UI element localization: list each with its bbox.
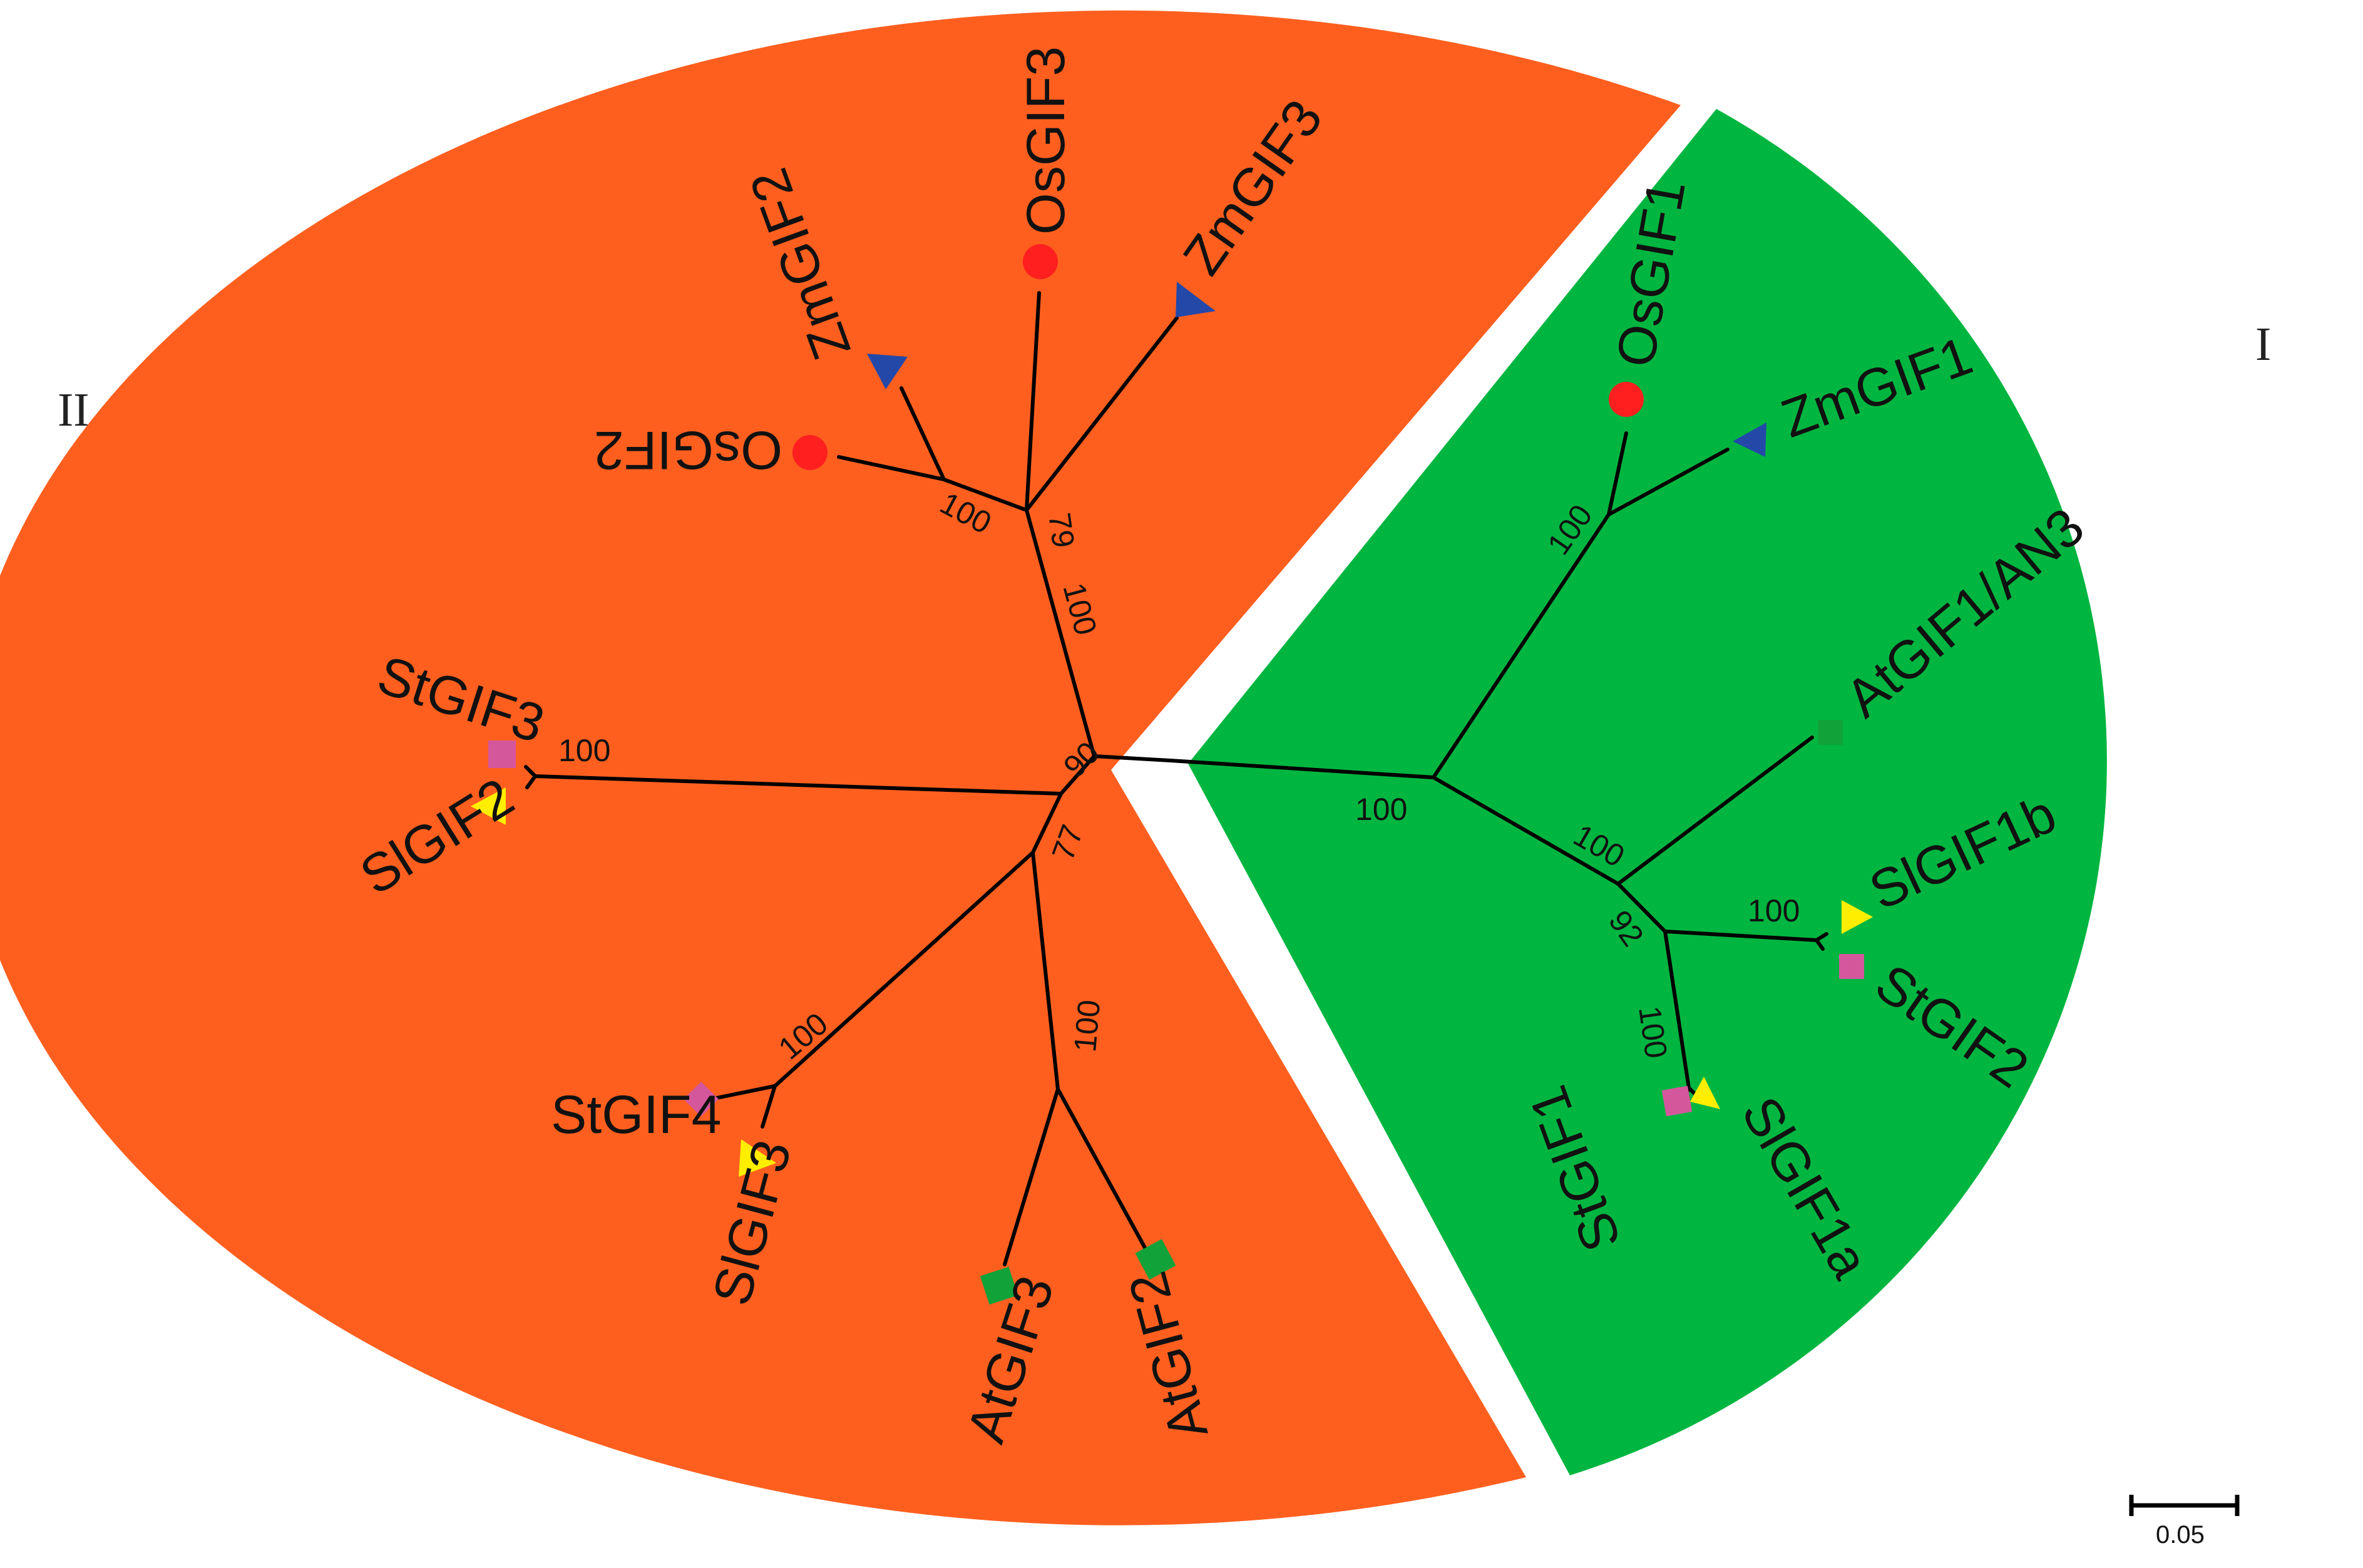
branch-to-zmos-node — [942, 478, 1028, 512]
marker-atgif3 — [980, 1266, 1018, 1305]
support-at23: 100 — [1067, 998, 1107, 1053]
scale-bar-label: 0.05 — [2156, 1521, 2205, 1549]
marker-slgif1b — [1842, 900, 1873, 934]
tree-branches — [524, 291, 1828, 1266]
label-osgif3: OsGIF3 — [1016, 46, 1076, 235]
scale-bar-line — [2129, 1495, 2240, 1516]
support-root-clade-i: 100 — [1355, 792, 1407, 827]
marker-stgif4 — [684, 1082, 719, 1117]
marker-zmgif2 — [867, 354, 908, 389]
branch-to-atgif2 — [1056, 1087, 1147, 1251]
support-79: 79 — [1042, 511, 1081, 550]
support-stsl3: 100 — [558, 733, 610, 768]
branch-to-stgif3 — [524, 765, 537, 778]
branch-to-zmgif1 — [1607, 448, 1730, 516]
branch-to-zmgif3 — [1025, 316, 1179, 512]
clade-I-region — [1188, 109, 2107, 1475]
marker-osgif1 — [1609, 382, 1644, 417]
marker-osgif3 — [1023, 244, 1058, 279]
marker-stgif1 — [1661, 1085, 1693, 1117]
support-sl1b: 100 — [1748, 893, 1800, 928]
branch-to-atgif3 — [1003, 1087, 1060, 1266]
branch-to-node-92 — [1616, 882, 1667, 933]
clade-II-region — [0, 10, 1681, 1525]
marker-slgif1a — [1690, 1077, 1720, 1109]
support-st1: 100 — [1632, 1004, 1674, 1060]
branch-root-to-clade-i — [1169, 759, 1435, 779]
marker-atgif2 — [1135, 1239, 1176, 1280]
marker-stgif2-clade-i — [1839, 954, 1864, 979]
marker-osgif2 — [792, 435, 828, 470]
branch-trunk — [1025, 508, 1096, 758]
branch-to-st1-node — [1663, 930, 1691, 1090]
branch-to-osgif3 — [1025, 291, 1041, 512]
branch-to-st4sl3-node — [773, 851, 1035, 1088]
branch-to-at1-node — [1432, 776, 1620, 886]
marker-atgif1-an3 — [1818, 720, 1843, 745]
branch-to-stgif4 — [712, 1084, 777, 1100]
branch-to-at23-node — [1031, 851, 1060, 1091]
branch-to-atgif1 — [1616, 735, 1814, 886]
branch-to-zmgif2 — [900, 386, 946, 481]
branch-to-osgif2 — [837, 455, 946, 481]
branch-to-slgif3 — [761, 1084, 777, 1129]
branch-to-slgif1b — [1815, 932, 1828, 942]
scale-bar: 0.05 — [2129, 1495, 2240, 1549]
label-stgif4: StGIF4 — [551, 1085, 721, 1145]
marker-zmgif3 — [1176, 282, 1216, 317]
branch-to-node-77 — [1031, 792, 1063, 854]
branch-root-to-clade-ii — [1092, 754, 1172, 762]
branch-to-sl1b-node — [1663, 930, 1818, 942]
leaf-markers — [471, 244, 1873, 1305]
clade-II-label: II — [58, 384, 90, 436]
label-osgif2: OsGIF2 — [594, 420, 782, 480]
branch-to-node-90 — [1059, 754, 1096, 796]
marker-stgif3 — [488, 740, 516, 768]
branch-to-slgif2 — [525, 774, 537, 789]
branch-to-stsl-node — [533, 774, 1063, 796]
branch-to-oszm1-node — [1432, 513, 1611, 779]
clade-I-label: I — [2255, 318, 2271, 371]
marker-slgif2 — [471, 787, 506, 825]
branch-to-stgif2-clade-i — [1815, 938, 1825, 951]
marker-zmgif1 — [1733, 423, 1766, 457]
branch-to-osgif1 — [1607, 431, 1628, 516]
marker-slgif3 — [739, 1139, 776, 1177]
